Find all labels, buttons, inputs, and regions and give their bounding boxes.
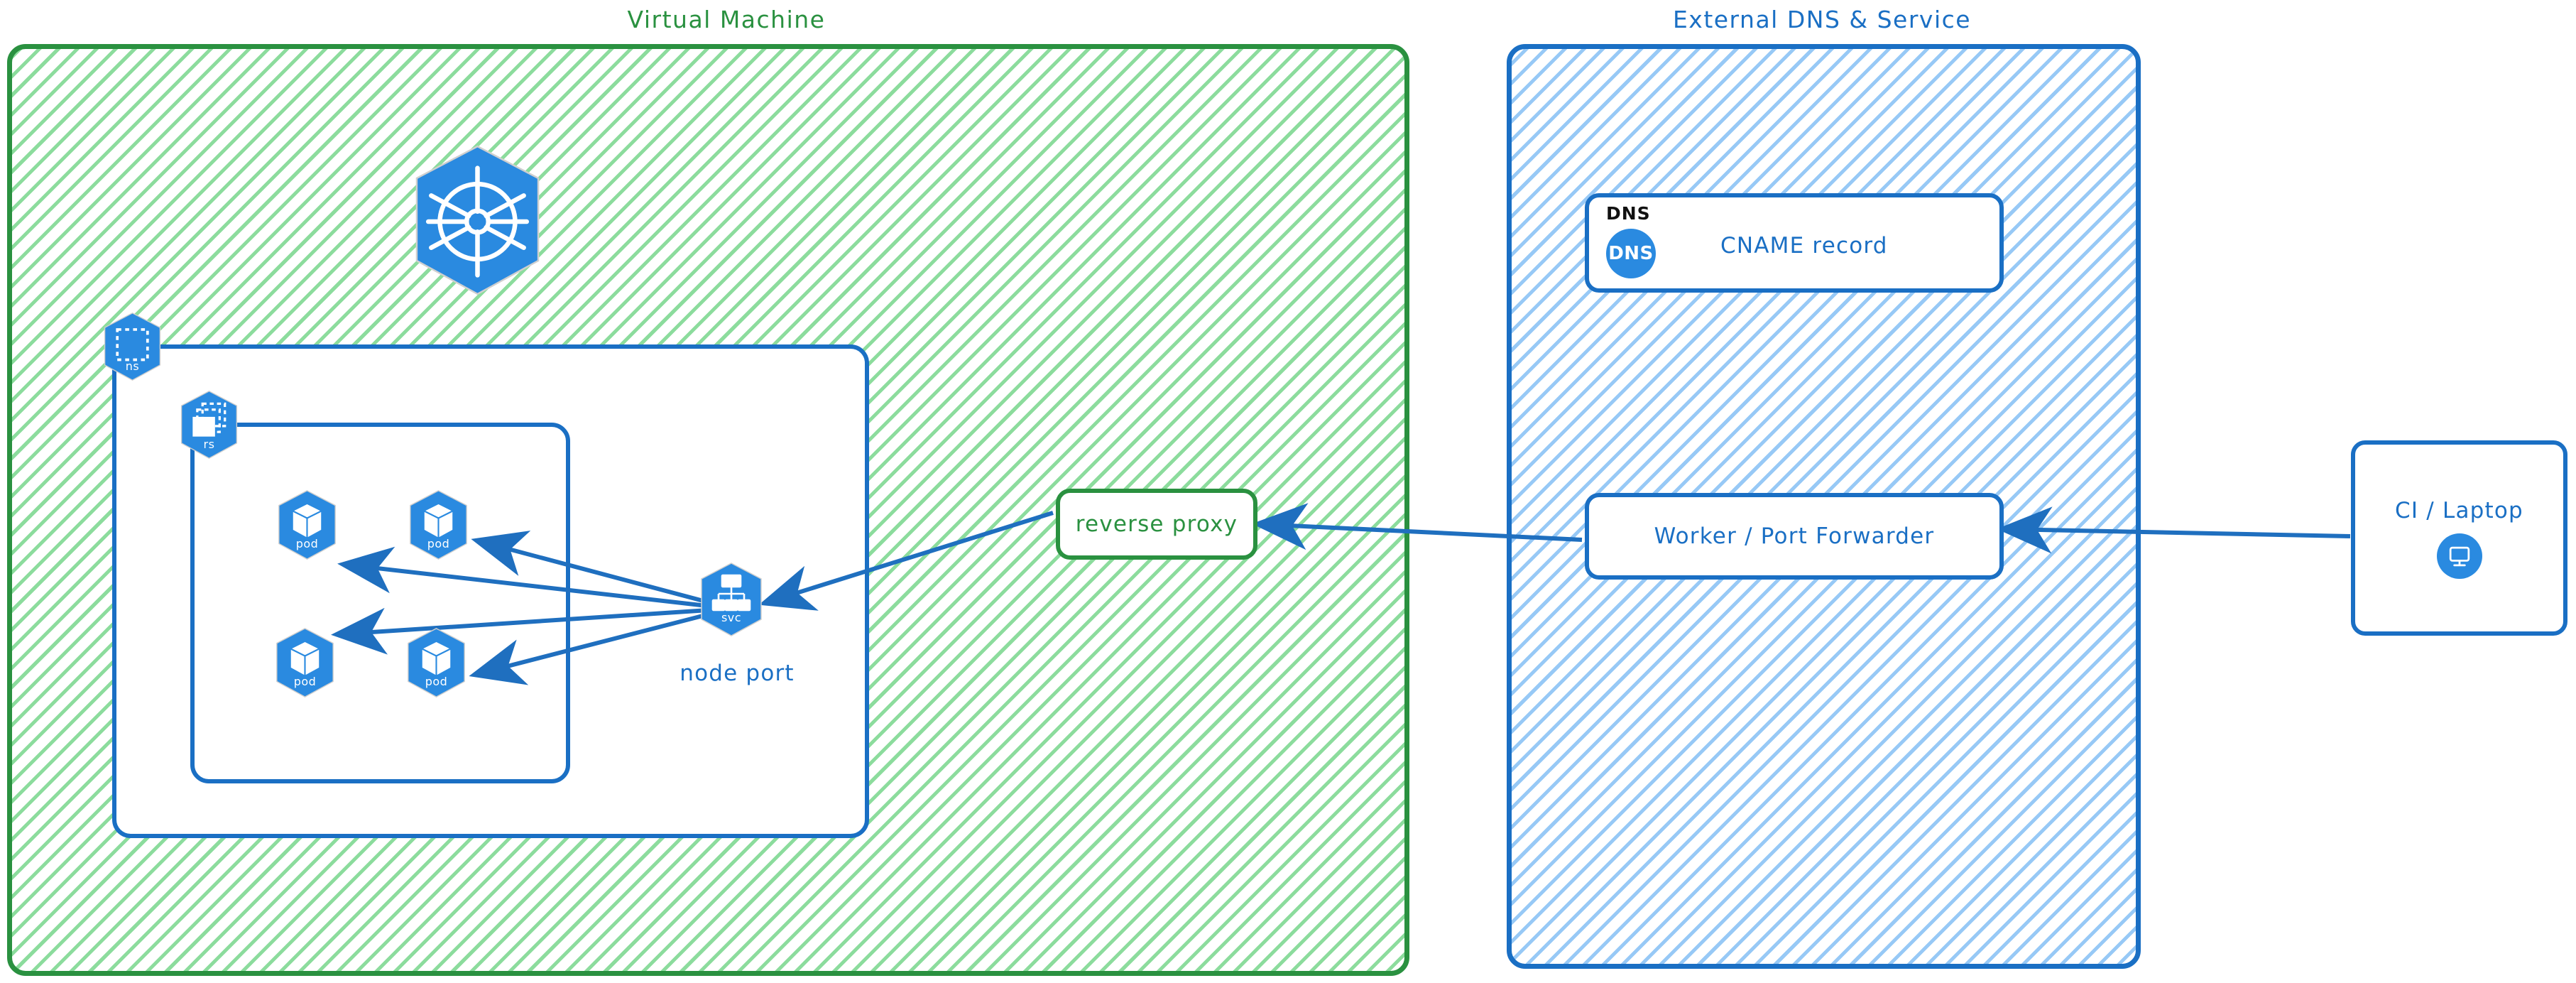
monitor-icon <box>2436 533 2482 579</box>
replicaset-icon: rs <box>176 389 242 460</box>
edge-svc-to-pod3 <box>331 607 720 655</box>
edge-reverseproxy-to-svc <box>758 511 1054 611</box>
edge-cilaptop-to-worker <box>1997 506 2351 554</box>
ci-laptop-box[interactable]: CI / Laptop <box>2351 440 2567 636</box>
reverse-proxy-label: reverse proxy <box>1075 511 1238 537</box>
zone-title-external-dns-service: External DNS & Service <box>1672 6 1972 33</box>
worker-port-forwarder-box[interactable]: Worker / Port Forwarder <box>1585 493 2004 580</box>
reverse-proxy-box[interactable]: reverse proxy <box>1056 489 1257 560</box>
pod-icon: pod <box>405 489 472 561</box>
edge-svc-to-pod1 <box>337 546 720 609</box>
ci-laptop-label: CI / Laptop <box>2395 497 2523 523</box>
zone-title-virtual-machine: Virtual Machine <box>627 6 826 33</box>
dns-badge-icon: DNS <box>1606 229 1656 278</box>
replicaset-box <box>190 423 570 783</box>
kubernetes-wheel-icon <box>405 142 550 298</box>
namespace-icon: ns <box>99 311 165 382</box>
edge-svc-to-pod2 <box>471 531 720 607</box>
edge-svc-to-pod4 <box>469 609 720 685</box>
pod-icon: pod <box>273 489 341 561</box>
node-port-label: node port <box>680 661 795 686</box>
cname-record-label: CNAME record <box>1720 233 1888 259</box>
edge-worker-to-reverseproxy <box>1252 503 1583 550</box>
pod-icon: pod <box>403 626 470 699</box>
pod-icon: pod <box>271 626 339 699</box>
worker-port-forwarder-label: Worker / Port Forwarder <box>1654 523 1935 549</box>
dns-card[interactable]: DNS DNS CNAME record <box>1585 193 2004 293</box>
dns-card-title: DNS <box>1606 203 1651 224</box>
service-icon: svc <box>696 561 767 638</box>
